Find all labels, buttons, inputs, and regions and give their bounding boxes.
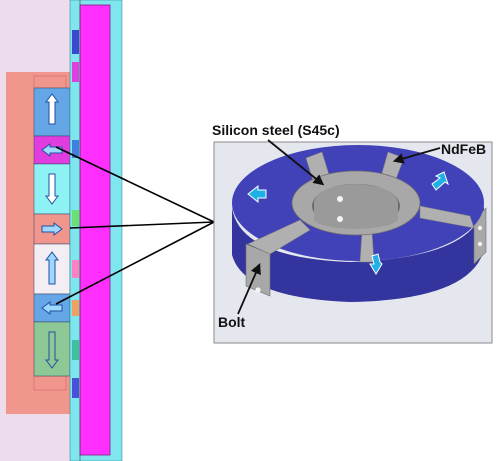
bolt-hole [337,196,343,202]
magenta-bar [79,4,111,456]
cross-section-panel [0,0,123,461]
arrow-down-icon [45,331,59,369]
bolt-label: Bolt [218,314,246,330]
arrow-upright-icon [431,171,449,191]
leader-arrow [392,147,441,164]
arrow-left-icon [41,301,63,315]
arrow-upleft-icon [247,184,267,204]
callout-line [55,221,215,305]
small-rect [72,140,79,158]
callout-lines [55,146,215,305]
ndfeb-label: NdFeB [441,141,487,157]
leader-arrow [267,139,325,186]
leader-arrow [237,263,261,315]
small-rect [72,260,79,278]
yoke-notch-bottom [33,375,67,391]
small-rect [72,300,79,316]
steel-spoke [247,219,311,255]
yoke-notch-top [33,75,67,89]
small-rect [72,340,79,360]
bolt-hole [255,287,261,293]
arrow-up-icon [45,251,59,285]
callout-line [69,221,215,229]
steel-spoke [419,205,475,229]
bolt-hole [477,225,483,231]
ring-side [232,206,484,302]
arrow-up-icon [45,93,59,125]
bolt-hole [477,241,483,247]
small-rect [72,210,79,226]
ring-render-panel [213,139,493,344]
arrow-down-icon [45,173,59,205]
bore-inner-wall [314,184,398,229]
callout-line [55,146,215,223]
arrow-right-icon [41,222,63,236]
small-rect [72,30,79,54]
silicon-steel-label: Silicon steel (S45c) [212,122,340,138]
arrow-down-icon [369,253,383,275]
small-rect [72,62,79,82]
small-rect [72,378,79,398]
bolt-hole [337,216,343,222]
